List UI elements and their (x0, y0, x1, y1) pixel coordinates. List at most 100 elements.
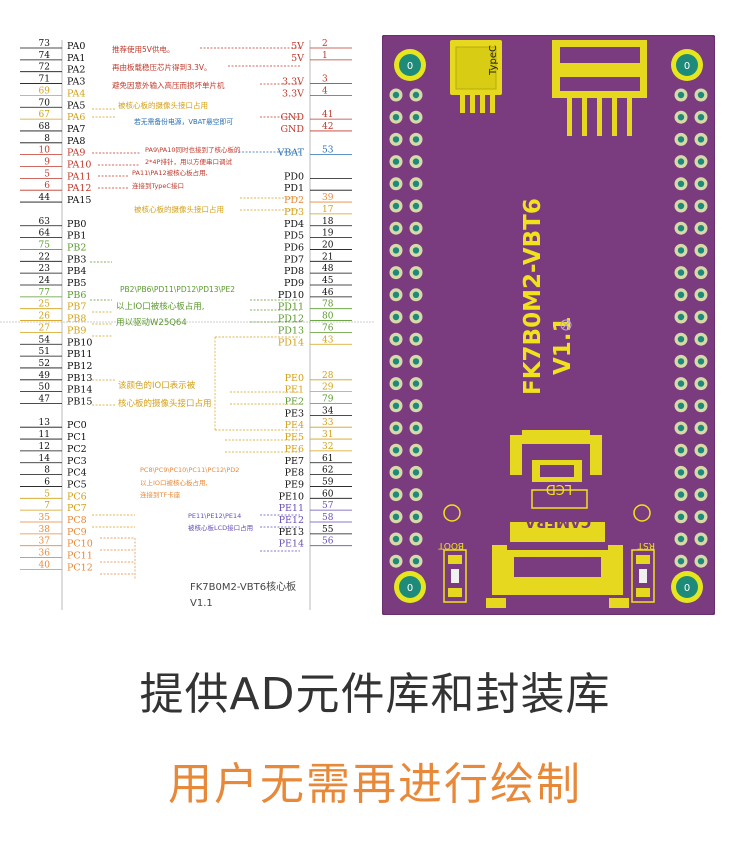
left-pin-number: 51 (39, 347, 50, 357)
header-hole (697, 447, 705, 454)
header-hole (412, 380, 420, 387)
header-hole (677, 358, 685, 365)
left-pin-number: 35 (39, 513, 51, 523)
right-pin-number: 78 (322, 300, 334, 310)
header-hole (697, 424, 705, 432)
header-hole (697, 402, 705, 409)
header-right-holes (674, 88, 708, 568)
header-hole (412, 202, 420, 210)
header-hole (677, 180, 685, 187)
right-pin-number: 76 (322, 323, 334, 333)
left-pin-number: 8 (44, 466, 50, 476)
header-hole (677, 158, 685, 165)
right-pin-number: 45 (322, 276, 334, 286)
header-hole (392, 91, 400, 99)
left-pin-number: 74 (39, 51, 51, 61)
right-pin-name: PD6 (284, 242, 304, 253)
header-hole (677, 402, 685, 409)
left-pin-name: PC11 (67, 551, 93, 562)
right-pin-name: PD4 (284, 219, 304, 230)
annotation-note: 连接到TypeC接口 (132, 181, 184, 190)
left-pin-number: 49 (39, 371, 51, 381)
header-hole (677, 291, 685, 298)
header-hole (392, 313, 400, 321)
header-hole (412, 336, 420, 343)
header-hole (392, 447, 400, 454)
left-pin-name: PC0 (67, 420, 87, 431)
annotation-note: 推荐使用5V供电。 (112, 44, 174, 54)
left-pin-name: PC8 (67, 515, 87, 526)
left-pin-number: 71 (39, 75, 50, 85)
header-hole (697, 336, 705, 343)
left-pin-number: 5 (44, 489, 50, 499)
left-pin-name: PB0 (67, 219, 86, 230)
right-pin-name: PE5 (285, 432, 304, 443)
annotation-note: PE11\PE12\PE14 (188, 512, 241, 520)
left-pin-name: PA5 (67, 100, 85, 111)
left-pin-number: 50 (39, 383, 51, 393)
schematic-title: FK7B0M2-VBT6核心板 (190, 580, 296, 593)
left-pin-number: 12 (39, 442, 50, 452)
left-pin-name: PB4 (67, 266, 86, 277)
left-pin-name: PC6 (67, 491, 87, 502)
right-pin-number: 17 (322, 205, 334, 215)
annotation-note: 2*4P排针，用以方便串口调试 (145, 157, 232, 166)
left-pin-name: PB3 (67, 254, 86, 265)
left-pin-name: PA9 (67, 148, 85, 159)
right-pin-name: PD3 (284, 207, 304, 218)
right-pin-name: PE1 (285, 385, 304, 396)
annotation-note: 再由板载稳压芯片得到3.3V。 (112, 62, 212, 72)
left-pin-number: 40 (39, 560, 51, 570)
annotation-note: 以上IO口被核心板占用, (116, 301, 204, 312)
left-pin-number: 38 (39, 525, 51, 535)
left-pin-number: 27 (39, 323, 51, 333)
pcb-outline (382, 35, 715, 615)
left-pin-name: PB11 (67, 349, 92, 360)
right-pin-name: PD11 (278, 302, 304, 313)
header-hole (697, 180, 705, 187)
right-pin-number: 55 (322, 525, 334, 535)
right-pin-number: 57 (322, 501, 334, 511)
header-hole (697, 158, 705, 165)
right-pin-number: 56 (322, 537, 334, 547)
annotation-note: 被核心板的摄像头接口占用 (134, 204, 224, 214)
right-pin-number: 4 (322, 86, 328, 96)
typec-connector: TypeC (450, 40, 502, 113)
left-pin-number: 11 (39, 430, 50, 440)
left-pin-name: PB15 (67, 397, 92, 408)
annotation-note: 该颜色的IO口表示被 (118, 380, 196, 391)
mount-hole-label: 0 (407, 583, 413, 594)
board-name: FK7B0M2-VBT6 (520, 198, 546, 395)
right-pin-name: PD0 (284, 171, 304, 182)
right-pin-name: PD7 (284, 254, 304, 265)
annotation-notes: 推荐使用5V供电。再由板载稳压芯片得到3.3V。避免因意外输入高压而损坏单片机被… (112, 44, 253, 532)
left-pin-number: 44 (39, 193, 51, 203)
header-hole (412, 269, 420, 276)
header-left-holes (389, 88, 423, 568)
board-version: V1.1 (550, 316, 576, 375)
annotation-note: PA9\PA10同时也接到了核心板的 (145, 145, 241, 154)
left-pin-number: 26 (39, 312, 51, 322)
header-hole (392, 247, 400, 254)
header-hole (697, 558, 705, 565)
camera-label-box: CAMERA (510, 513, 605, 542)
left-pin-number: 70 (39, 98, 51, 108)
right-pin-number: 31 (322, 430, 333, 440)
typec-label: TypeC (488, 45, 499, 76)
mount-hole-bottom-right: 0 (671, 571, 703, 603)
right-pin-number: 1 (322, 51, 328, 61)
right-pin-name: PE8 (285, 468, 304, 479)
annotation-note: PB2\PB6\PD11\PD12\PD13\PE2 (120, 285, 235, 294)
mount-hole-label: 0 (407, 61, 413, 72)
left-pin-number: 72 (39, 63, 50, 73)
right-pin-name: PE10 (279, 491, 304, 502)
right-pin-number: 28 (322, 371, 334, 381)
header-hole (392, 180, 400, 187)
left-pin-name: PC7 (67, 503, 87, 514)
annotation-note: 被核心板LCD接口占用 (188, 523, 253, 532)
header-hole (392, 380, 400, 387)
header-hole (392, 558, 400, 565)
annotation-note: PA11\PA12被核心板占用, (132, 168, 208, 177)
header-hole (412, 291, 420, 298)
right-pin-number: 61 (322, 454, 333, 464)
